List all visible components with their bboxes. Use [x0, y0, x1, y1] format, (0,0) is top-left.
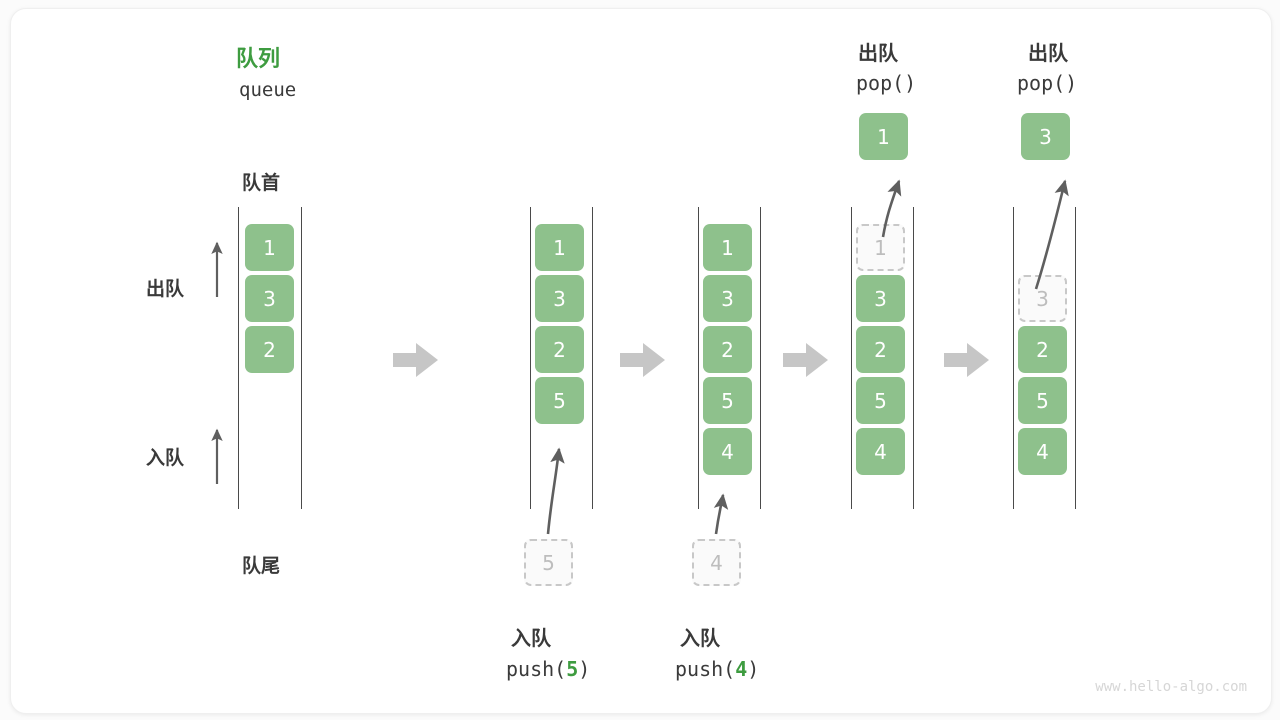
rail-left [851, 207, 852, 509]
rail-right [913, 207, 914, 509]
transition-arrow [783, 343, 828, 377]
queue-cell: 1 [703, 224, 752, 271]
enqueue-side-label: 入队 [146, 447, 185, 469]
push-code-prefix: push( [675, 657, 736, 681]
pop-arrow-3 [1034, 179, 1069, 290]
push-arrow-5 [546, 447, 565, 535]
queue-rear-label: 队尾 [242, 555, 281, 577]
queue-cell: 5 [535, 377, 584, 424]
rail-left [698, 207, 699, 509]
rail-right [592, 207, 593, 509]
transition-arrow [620, 343, 665, 377]
push-caption-cn: 入队 [511, 626, 551, 650]
popped-cell: 3 [1021, 113, 1070, 160]
rail-left [1013, 207, 1014, 509]
queue-cell: 2 [245, 326, 294, 373]
queue-cell: 3 [856, 275, 905, 322]
queue-cell: 3 [703, 275, 752, 322]
pop-header-cn: 出队 [858, 41, 898, 65]
watermark: www.hello-algo.com [1095, 679, 1247, 695]
queue-cell-ghost: 1 [856, 224, 905, 271]
push-code-suffix: ) [578, 657, 591, 681]
page-title: 队列 [236, 47, 281, 72]
transition-arrow [944, 343, 989, 377]
queue-cell: 2 [703, 326, 752, 373]
arrows-overlay [211, 179, 1069, 535]
diagram-card: 队列 queue 队首 队尾 出队 入队 1 3 2 1 3 2 5 5 入队 … [10, 8, 1272, 714]
dequeue-side-label: 出队 [146, 278, 185, 300]
queue-cell: 5 [856, 377, 905, 424]
queue-cell: 3 [535, 275, 584, 322]
queue-cell: 3 [245, 275, 294, 322]
queue-front-label: 队首 [242, 172, 281, 194]
push-caption-code: push(5) [506, 657, 590, 681]
push-code-arg: 4 [735, 657, 748, 681]
rail-right [760, 207, 761, 509]
incoming-cell: 4 [692, 539, 741, 586]
queue-cell: 2 [1018, 326, 1067, 373]
page-subtitle: queue [239, 79, 297, 101]
queue-cell: 1 [535, 224, 584, 271]
queue-cell: 2 [535, 326, 584, 373]
rail-left [530, 207, 531, 509]
queue-cell: 4 [703, 428, 752, 475]
push-caption-cn: 入队 [680, 626, 720, 650]
queue-cell: 2 [856, 326, 905, 373]
queue-cell: 4 [856, 428, 905, 475]
diagram-stage: 队列 queue 队首 队尾 出队 入队 1 3 2 1 3 2 5 5 入队 … [11, 9, 1271, 713]
push-caption-code: push(4) [675, 657, 759, 681]
push-code-prefix: push( [506, 657, 567, 681]
queue-cell: 4 [1018, 428, 1067, 475]
incoming-cell: 5 [524, 539, 573, 586]
pop-header-cn: 出队 [1028, 41, 1068, 65]
queue-cell: 1 [245, 224, 294, 271]
push-code-arg: 5 [566, 657, 579, 681]
rail-right [301, 207, 302, 509]
rail-right [1075, 207, 1076, 509]
popped-cell: 1 [859, 113, 908, 160]
pop-header-code: pop() [856, 71, 917, 95]
push-code-suffix: ) [747, 657, 760, 681]
queue-cell: 5 [1018, 377, 1067, 424]
push-arrow-4 [713, 493, 729, 535]
queue-cell-ghost: 3 [1018, 275, 1067, 322]
rail-left [238, 207, 239, 509]
transition-arrow [393, 343, 438, 377]
pop-header-code: pop() [1017, 71, 1078, 95]
queue-cell: 5 [703, 377, 752, 424]
